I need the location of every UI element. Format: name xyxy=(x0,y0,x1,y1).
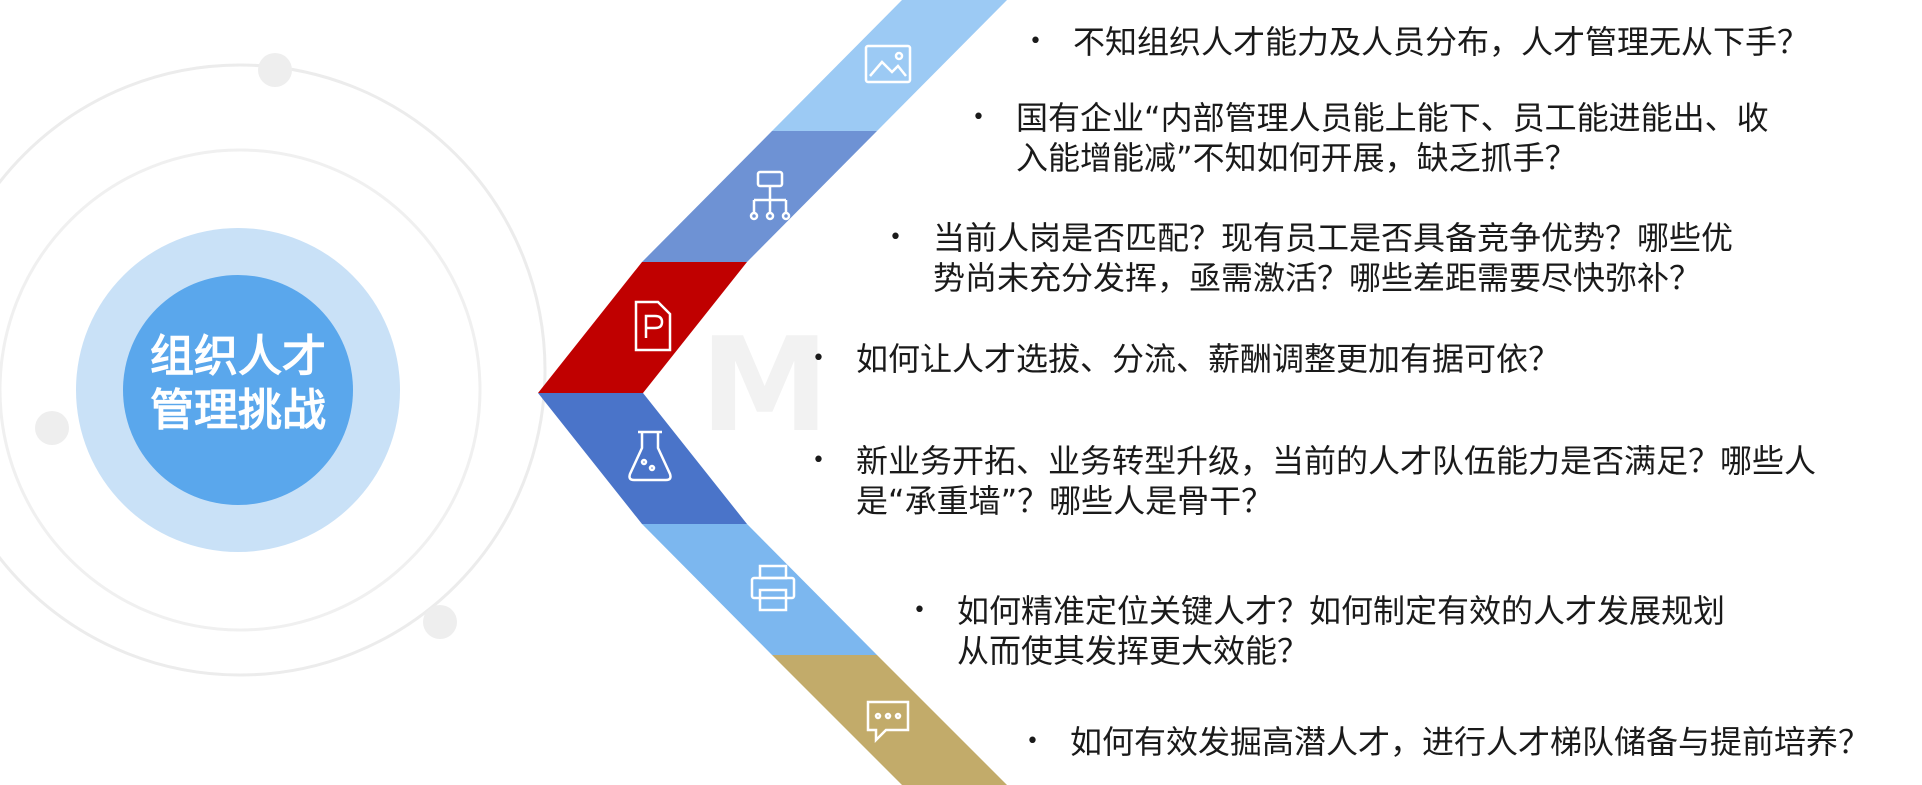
bullet-marker: • xyxy=(1029,29,1042,54)
challenge-item-line: 势尚未充分发挥，亟需激活？哪些差距需要尽快弥补？ xyxy=(933,259,1702,297)
challenge-item-3: • 当前人岗是否匹配？现有员工是否具备竞争优势？哪些优 势尚未充分发挥，亟需激活… xyxy=(889,218,1734,298)
bullet-marker: • xyxy=(812,346,825,371)
center-title: 组织人才 管理挑战 xyxy=(103,330,373,438)
chevron-segment-2 xyxy=(642,131,877,262)
bullet-marker: • xyxy=(972,105,985,130)
decor-ring-outer xyxy=(0,63,547,677)
challenge-item-line: 从而使其发挥更大效能？ xyxy=(957,632,1310,670)
watermark-graphic: M xyxy=(700,309,829,461)
challenge-item-line: 如何让人才选拔、分流、薪酬调整更加有据可依？ xyxy=(856,340,1561,378)
challenge-item-7: • 如何有效发掘高潜人才，进行人才梯队储备与提前培养？ xyxy=(1026,722,1871,762)
bullet-marker: • xyxy=(889,225,902,250)
decor-dot xyxy=(258,53,292,87)
center-title-line-2: 管理挑战 xyxy=(150,385,326,436)
center-title-line-1: 组织人才 xyxy=(150,331,326,382)
chevron-segment-3 xyxy=(538,262,747,393)
challenge-item-line: 入能增能减”不知如何开展，缺乏抓手？ xyxy=(1016,139,1577,177)
org-chart-icon xyxy=(749,170,791,221)
challenge-item-line: 如何精准定位关键人才？如何制定有效的人才发展规划 xyxy=(957,592,1726,630)
decor-dot xyxy=(35,411,69,445)
challenge-item-line: 如何有效发掘高潜人才，进行人才梯队储备与提前培养？ xyxy=(1070,723,1871,761)
challenge-item-5: • 新业务开拓、业务转型升级，当前的人才队伍能力是否满足？哪些人 是“承重墙”？… xyxy=(812,441,1817,521)
center-circle-inner xyxy=(123,275,353,505)
flask-icon xyxy=(628,430,672,482)
chevron-segment-1 xyxy=(772,0,1007,131)
chevron-segment-6 xyxy=(772,655,1007,785)
challenge-item-6: • 如何精准定位关键人才？如何制定有效的人才发展规划 从而使其发挥更大效能？ xyxy=(913,591,1726,671)
challenge-item-1: • 不知组织人才能力及人员分布，人才管理无从下手？ xyxy=(1029,22,1810,62)
chevron-segment-4 xyxy=(538,393,747,524)
image-icon xyxy=(864,44,912,84)
challenge-item-line: 国有企业“内部管理人员能上能下、员工能进能出、收 xyxy=(1016,99,1769,137)
chat-icon xyxy=(866,700,910,744)
challenge-item-4: • 如何让人才选拔、分流、薪酬调整更加有据可依？ xyxy=(812,339,1561,379)
decor-dot xyxy=(423,605,457,639)
bullet-marker: • xyxy=(913,598,926,623)
challenge-item-line: 是“承重墙”？哪些人是骨干？ xyxy=(856,482,1274,520)
challenge-item-line: 不知组织人才能力及人员分布，人才管理无从下手？ xyxy=(1073,23,1810,61)
powerpoint-file-icon xyxy=(634,300,672,352)
challenge-item-line: 当前人岗是否匹配？现有员工是否具备竞争优势？哪些优 xyxy=(933,219,1734,257)
decor-ring-inner xyxy=(0,148,482,632)
bullet-marker: • xyxy=(812,448,825,473)
printer-icon xyxy=(750,564,796,612)
bullet-marker: • xyxy=(1026,729,1039,754)
challenge-item-line: 新业务开拓、业务转型升级，当前的人才队伍能力是否满足？哪些人 xyxy=(856,442,1817,480)
challenge-item-2: • 国有企业“内部管理人员能上能下、员工能进能出、收 入能增能减”不知如何开展，… xyxy=(972,98,1769,178)
